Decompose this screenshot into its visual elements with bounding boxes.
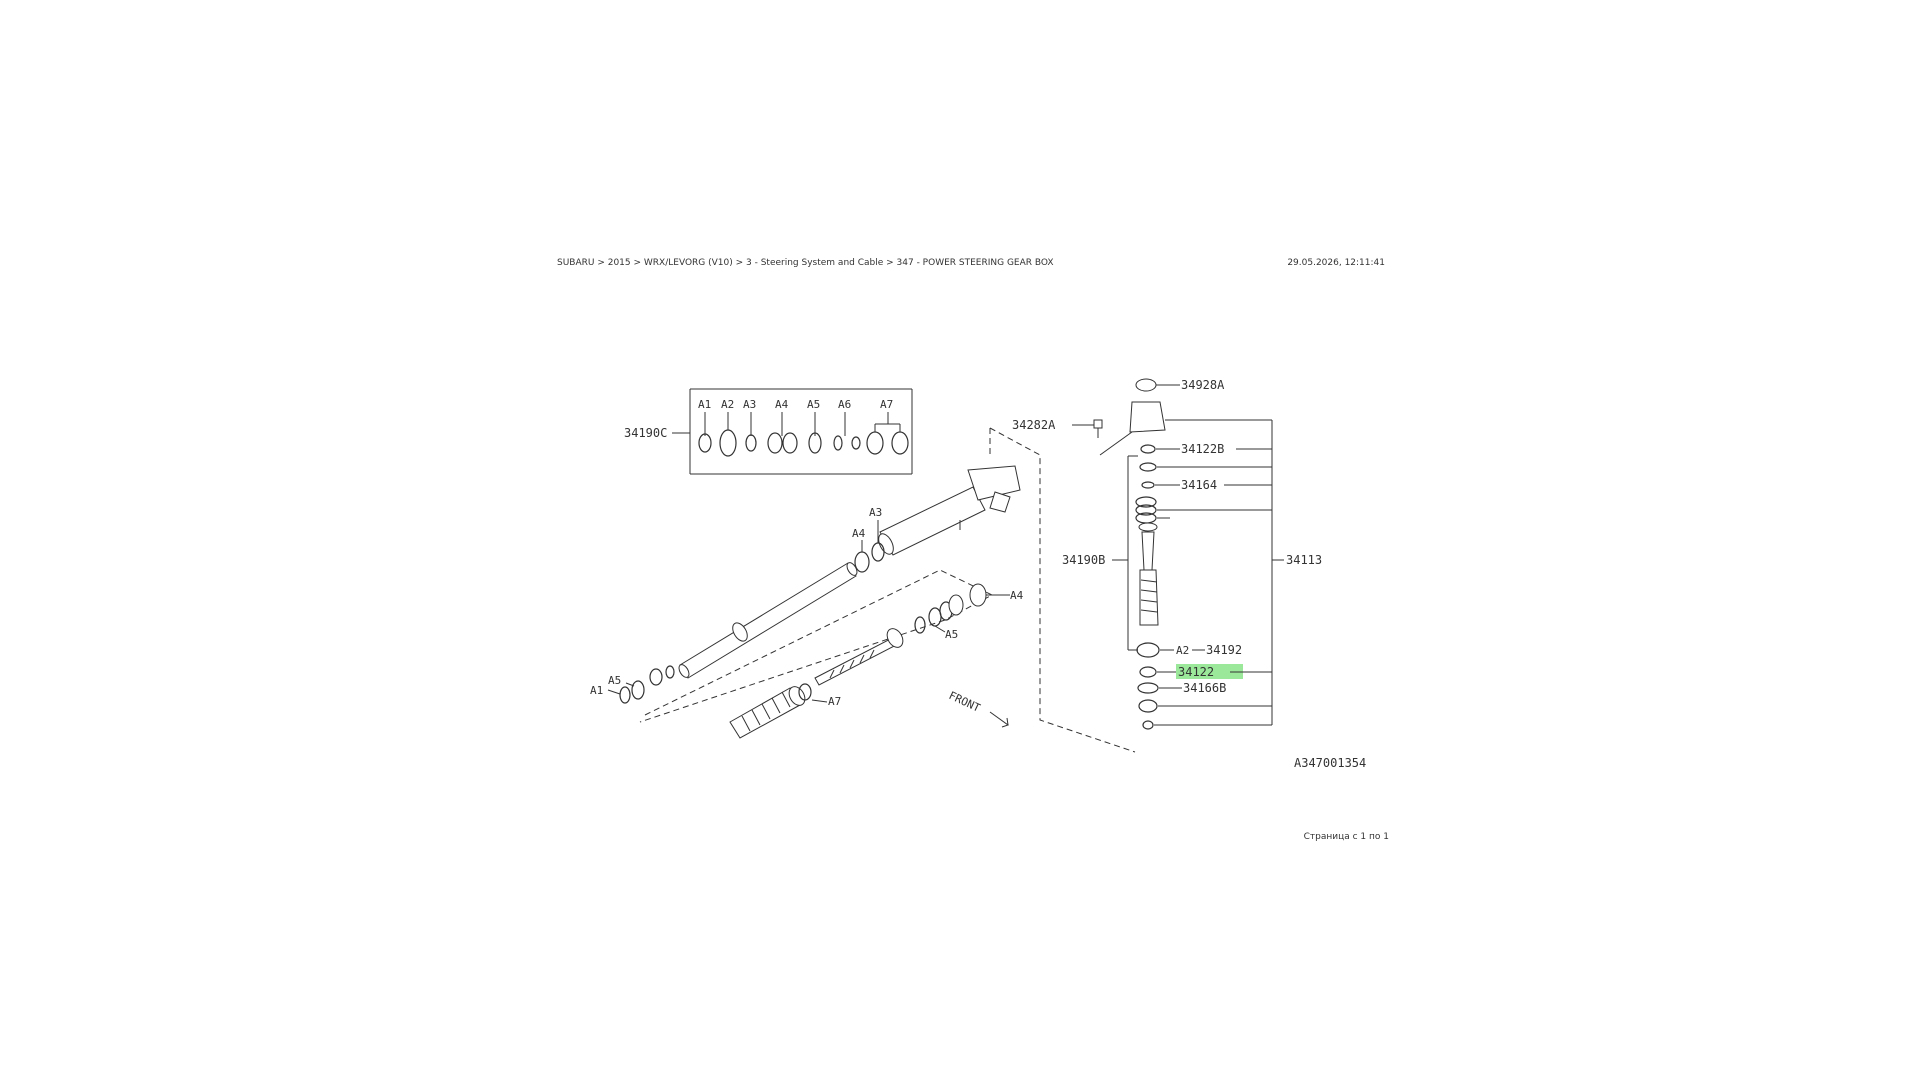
kit-box: 34190C A1 A2 A3 A4 A5 A6 A7	[624, 388, 913, 475]
seal-a4-right	[969, 583, 987, 607]
callout-34282A[interactable]: 34282A	[1012, 418, 1056, 432]
pinion-shaft-34190B	[1141, 531, 1155, 571]
ring-34164	[1141, 481, 1155, 489]
kit-label-a7: A7	[880, 398, 893, 411]
steering-boot	[729, 683, 812, 739]
rack-housing	[878, 465, 1021, 556]
callout-34122B[interactable]: 34122B	[1181, 442, 1224, 456]
oring-a2	[719, 429, 737, 457]
callout-34166B[interactable]: 34166B	[1183, 681, 1226, 695]
highlight-34122	[1176, 664, 1243, 679]
kit-label-a2: A2	[721, 398, 734, 411]
callout-34190C[interactable]: 34190C	[624, 426, 667, 440]
clamp-a7-boot	[798, 683, 812, 701]
callout-34113[interactable]: 34113	[1286, 553, 1322, 567]
callout-a7-boot[interactable]: A7	[828, 695, 841, 708]
ring-a1-left	[619, 686, 631, 704]
kit-label-a5: A5	[807, 398, 820, 411]
ring-a6b	[851, 436, 861, 450]
valve-housing	[1129, 401, 1166, 433]
drawing-id: A347001354	[1294, 756, 1366, 770]
valve-assembly: 34928A 34282A 34122B 34164	[1012, 378, 1322, 730]
front-arrow: FRONT	[947, 689, 1010, 728]
callout-a4-rack[interactable]: A4	[852, 527, 866, 540]
seal-a1	[698, 433, 712, 453]
callout-a2-right[interactable]: A2	[1176, 644, 1189, 657]
callout-a4-right[interactable]: A4	[1010, 589, 1024, 602]
kit-label-a6: A6	[838, 398, 851, 411]
ring-34166B	[1137, 682, 1159, 694]
seal-34122B	[1140, 444, 1156, 454]
callout-a1-left[interactable]: A1	[590, 684, 603, 697]
bolt-34282A	[1093, 419, 1103, 429]
rack-tube	[678, 562, 858, 679]
ring-a5	[808, 432, 822, 454]
front-label: FRONT	[947, 689, 983, 715]
callout-34122[interactable]: 34122	[1178, 665, 1214, 679]
ring-left	[665, 665, 675, 679]
rack-shaft	[814, 628, 904, 686]
callout-34190B[interactable]: 34190B	[1062, 553, 1105, 567]
ring-a5-mid	[914, 616, 926, 634]
seal-a4b	[782, 432, 798, 454]
callout-34192[interactable]: 34192	[1206, 643, 1242, 657]
seal-a4-rack	[854, 551, 870, 573]
kit-label-a3: A3	[743, 398, 756, 411]
seal-a4	[767, 432, 783, 454]
kit-label-a4: A4	[775, 398, 789, 411]
ring-a3-rack	[871, 542, 885, 562]
timestamp: 29.05.2026, 12:11:41	[1287, 258, 1385, 268]
ring-a6	[833, 435, 843, 451]
seal-34122	[1139, 666, 1157, 678]
ring-a5-left	[631, 680, 645, 700]
cap-34928A	[1135, 378, 1157, 392]
breadcrumb: SUBARU > 2015 > WRX/LEVORG (V10) > 3 - S…	[557, 258, 1054, 268]
ring-a3	[745, 434, 757, 452]
clamp-a7b	[891, 431, 909, 455]
oring-a2-right	[1136, 642, 1160, 658]
callout-a5-left[interactable]: A5	[608, 674, 621, 687]
callout-a3-rack[interactable]: A3	[869, 506, 882, 519]
callout-34928A[interactable]: 34928A	[1181, 378, 1225, 392]
callout-a5-mid[interactable]: A5	[945, 628, 958, 641]
seal-left	[649, 668, 663, 686]
callout-34164[interactable]: 34164	[1181, 478, 1217, 492]
clamp-a7	[866, 431, 884, 455]
bushing	[948, 594, 964, 616]
page-footer: Страница с 1 по 1	[1303, 832, 1389, 842]
kit-label-a1: A1	[698, 398, 711, 411]
